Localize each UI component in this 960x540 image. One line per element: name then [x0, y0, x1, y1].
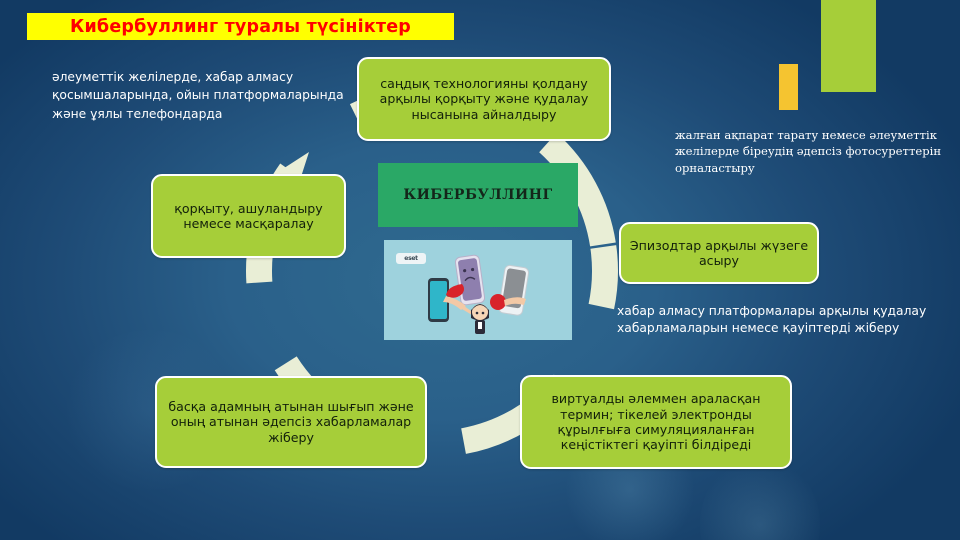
paragraph-top-left: әлеуметтік желілерде, хабар алмасу қосым…	[52, 70, 344, 121]
callout-box-bottom-right[interactable]: виртуалды әлеммен араласқан термин; тіке…	[520, 375, 792, 469]
center-label-text: КИБЕРБУЛЛИНГ	[403, 187, 553, 203]
callout-box-right[interactable]: Эпизодтар арқылы жүзеге асыру	[619, 222, 819, 284]
callout-box-right-text: Эпизодтар арқылы жүзеге асыру	[629, 237, 809, 268]
callout-box-bottom-left-text: басқа адамның атынан шығып және оның аты…	[168, 398, 414, 445]
decorative-green-rectangle	[821, 0, 876, 92]
cyberbullying-illustration: eset	[384, 240, 572, 340]
paragraph-bottom-right: хабар алмасу платформалары арқылы қудала…	[617, 304, 927, 336]
callout-box-top-text: саңдық технологияны қолдану арқылы қорқы…	[379, 75, 589, 122]
callout-box-left[interactable]: қорқыту, ашуландыру немесе масқаралау	[151, 174, 346, 258]
callout-box-top[interactable]: саңдық технологияны қолдану арқылы қорқы…	[357, 57, 611, 141]
eset-logo-text: eset	[404, 255, 418, 262]
callout-box-bottom-right-text: виртуалды әлеммен араласқан термин; тіке…	[551, 391, 761, 453]
page-title: Кибербуллинг туралы түсініктер	[69, 16, 412, 37]
eset-logo-badge: eset	[396, 253, 426, 264]
illustration-artwork	[428, 254, 530, 334]
callout-box-bottom-left[interactable]: басқа адамның атынан шығып және оның аты…	[155, 376, 427, 468]
paragraph-top-right: жалған ақпарат тарату немесе әлеуметтік …	[675, 128, 942, 175]
callout-box-left-text: қорқыту, ашуландыру немесе масқаралау	[174, 200, 323, 231]
decorative-yellow-rectangle	[779, 64, 798, 110]
center-label-band: КИБЕРБУЛЛИНГ	[378, 163, 578, 227]
slide-title-banner: Кибербуллинг туралы түсініктер	[27, 13, 454, 40]
